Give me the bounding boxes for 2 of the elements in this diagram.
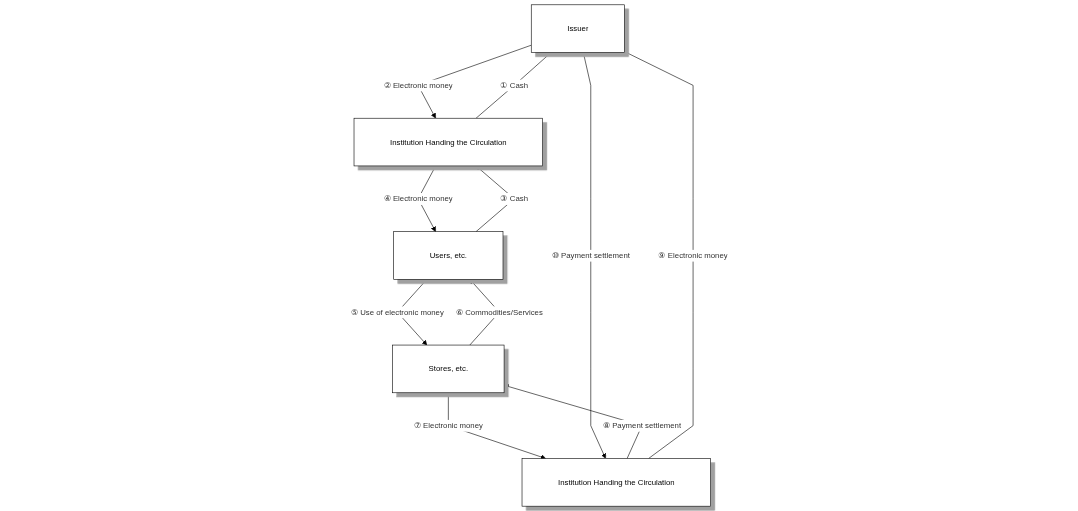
connector bbox=[475, 52, 552, 119]
connector bbox=[623, 51, 694, 459]
